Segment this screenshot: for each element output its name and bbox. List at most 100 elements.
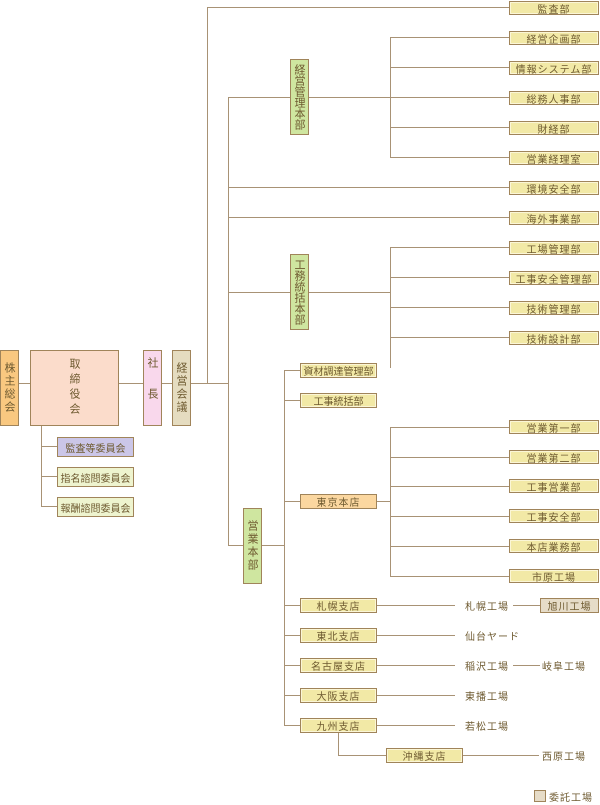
dept-label: 本店業務部: [526, 542, 582, 554]
connector: [284, 665, 300, 666]
board-label: 取締役会: [68, 358, 81, 418]
connector: [41, 506, 57, 507]
hq-label: 工務統括本部: [293, 259, 306, 325]
connector: [191, 383, 229, 384]
dept-box: 経営企画部: [509, 31, 599, 46]
connector: [284, 725, 300, 726]
connector: [41, 426, 42, 507]
dept-box: 市原工場: [509, 569, 599, 584]
branch-label: 九州支店: [316, 722, 361, 733]
connector: [377, 501, 391, 502]
branch-box: 東北支店: [300, 628, 377, 643]
connector: [377, 605, 455, 606]
connector: [390, 67, 509, 68]
connector: [228, 97, 290, 98]
site-label: 若松工場: [465, 722, 509, 733]
branch-box: 九州支店: [300, 718, 377, 733]
dept-box: 財経部: [509, 121, 599, 136]
dept-label: 技術設計部: [526, 334, 582, 346]
connector: [390, 337, 509, 338]
connector: [390, 576, 509, 577]
site-label: 岐阜工場: [542, 662, 586, 673]
dept-box: 総務人事部: [509, 91, 599, 106]
dept-label: 技術管理部: [526, 304, 582, 316]
connector: [19, 383, 30, 384]
site-label: 仙台ヤード: [465, 632, 520, 643]
connector: [284, 370, 285, 726]
dept-box: 環境安全部: [509, 181, 599, 196]
legend-label: 委託工場: [549, 793, 593, 804]
connector: [390, 277, 509, 278]
connector: [463, 755, 539, 756]
connector: [513, 605, 540, 606]
site-label: 札幌工場: [465, 602, 509, 613]
nomination-committee: 指名諮問委員会: [57, 467, 134, 487]
branch-label: 東北支店: [316, 632, 361, 643]
connector: [41, 476, 57, 477]
committee-label: 報酬諮問委員会: [60, 503, 131, 515]
connector: [207, 7, 509, 8]
dept-box: 営業第一部: [509, 420, 599, 435]
connector: [284, 605, 300, 606]
dept-label: 総務人事部: [526, 94, 582, 106]
connector: [284, 501, 300, 502]
dept-box: 技術管理部: [509, 301, 599, 316]
dept-label: 監査部: [537, 4, 571, 16]
connector: [284, 400, 300, 401]
dept-box: 工事安全管理部: [509, 271, 599, 286]
dept-label: 工場管理部: [526, 244, 582, 256]
committee-label: 監査等委員会: [65, 443, 126, 455]
connector: [390, 427, 509, 428]
site-label: 西原工場: [542, 752, 586, 763]
compensation-committee: 報酬諮問委員会: [57, 497, 134, 517]
connector: [390, 486, 509, 487]
connector: [390, 427, 391, 577]
dept-label: 市原工場: [532, 572, 576, 584]
connector: [390, 157, 509, 158]
dept-label: 工事統括部: [313, 397, 364, 408]
dept-label: 海外事業部: [526, 214, 582, 226]
board-of-directors: 取締役会: [30, 350, 119, 426]
site-label: 旭川工場: [547, 602, 592, 613]
dept-box: 本店業務部: [509, 539, 599, 554]
executive-meeting: 経営会議: [172, 350, 191, 426]
dept-label: 資材調達管理部: [303, 367, 374, 378]
connector: [41, 446, 57, 447]
dept-label: 経営企画部: [526, 34, 582, 46]
dept-label: 営業第一部: [526, 423, 582, 435]
branch-box: 沖縄支店: [386, 748, 463, 763]
connector: [228, 217, 509, 218]
sales-hq: 営業本部: [243, 508, 262, 584]
branch-label: 沖縄支店: [402, 752, 447, 763]
dept-label: 財経部: [537, 124, 571, 136]
dept-box: 工場管理部: [509, 241, 599, 256]
connector: [119, 383, 143, 384]
connector: [228, 187, 509, 188]
connector: [309, 97, 509, 98]
president: 社長: [143, 350, 162, 426]
dept-box: 資材調達管理部: [300, 363, 377, 378]
connector: [338, 755, 386, 756]
management-hq: 経営管理本部: [290, 59, 309, 135]
tokyo-label: 東京本店: [316, 498, 361, 509]
site-label: 稲沢工場: [465, 662, 509, 673]
branch-box: 札幌支店: [300, 598, 377, 613]
connector: [338, 733, 339, 756]
connector: [390, 516, 509, 517]
shareholders-meeting: 株主総会: [0, 350, 19, 426]
connector: [377, 695, 455, 696]
connector: [390, 37, 509, 38]
connector: [284, 635, 300, 636]
connector: [284, 370, 300, 371]
dept-label: 工事営業部: [526, 482, 582, 494]
engineering-hq: 工務統括本部: [290, 254, 309, 330]
dept-box: 工事営業部: [509, 479, 599, 494]
executive-meeting-label: 経営会議: [175, 362, 188, 414]
connector: [390, 546, 509, 547]
connector: [390, 247, 509, 248]
dept-box: 技術設計部: [509, 331, 599, 346]
branch-label: 大阪支店: [316, 692, 361, 703]
consigned-factory-box: 旭川工場: [540, 598, 599, 613]
connector: [207, 7, 208, 384]
dept-box: 営業経理室: [509, 151, 599, 166]
